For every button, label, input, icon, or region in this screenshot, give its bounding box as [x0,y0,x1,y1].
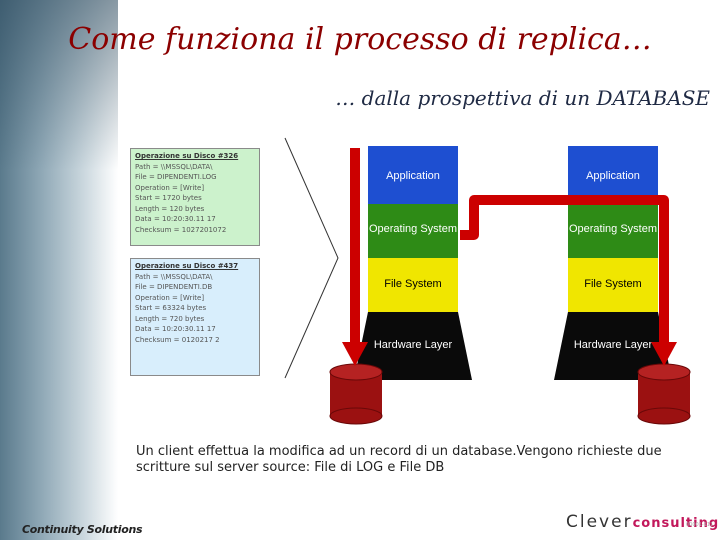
brand-main: Clever [566,512,633,532]
stack-layer-application [568,146,658,204]
panel-line: Operation = [Write] [135,183,205,192]
source-write-arrow [342,148,368,366]
sidebar-shade [0,0,118,170]
panel-line: Operation = [Write] [135,293,205,302]
panel-line: Length = 720 bytes [135,314,205,323]
layer-label: Operating System [369,223,457,235]
brand-logo: Cleverconsulting [566,512,719,532]
panel-heading: Operazione su Disco #326 [135,152,239,160]
panel-line: Start = 63324 bytes [135,304,207,312]
slide-caption: Un client effettua la modifica ad un rec… [136,444,662,475]
layer-label: Hardware Layer [374,339,453,351]
brand-accent: consulting [632,516,720,531]
panel-line: File = DIPENDENTI.DB [135,283,213,291]
disk-operation-panel-db: Operazione su Disco #437 Path = \\MSSQL\… [130,258,260,376]
slide-subtitle: … dalla prospettiva di un DATABASE [335,86,710,110]
panel-line: Data = 10:20:30.11 17 [135,215,216,223]
source-database-cylinder [329,363,383,425]
slide-title: Come funziona il processo di replica… [68,22,652,57]
panel-line: Length = 120 bytes [135,204,205,213]
replication-arrow [460,195,677,366]
panel-heading: Operazione su Disco #437 [135,262,239,270]
disk-operation-panel-log: Operazione su Disco #326 Path = \\MSSQL\… [130,148,260,246]
stack-layer-os [568,204,658,258]
target-stack: Application Operating System File System… [554,146,672,380]
layer-label: File System [384,278,441,290]
stack-layer-fs [568,258,658,312]
panel-line: Path = \\MSSQL\DATA\ [135,272,213,281]
stack-layer-hardware [554,312,672,380]
panel-line: Checksum = 1027201072 [135,225,227,234]
layer-label: Application [586,170,640,182]
brand-code: 00001-111 [686,522,714,528]
panel-line: Path = \\MSSQL\DATA\ [135,162,213,171]
stack-layer-application [368,146,458,204]
stack-layer-fs [368,258,458,312]
callout-chevron [284,137,339,379]
stack-layer-hardware [354,312,472,380]
footer-tagline: Continuity Solutions [22,523,143,536]
panel-line: Checksum = 0120217 2 [135,335,220,344]
target-database-cylinder [637,363,691,425]
layer-label: Hardware Layer [574,339,653,351]
layer-label: Operating System [569,223,657,235]
panel-line: Data = 10:20:30.11 17 [135,325,216,333]
source-stack: Application Operating System File System… [354,146,472,380]
layer-label: Application [386,170,440,182]
panel-line: Start = 1720 bytes [135,194,202,202]
panel-line: File = DIPENDENTI.LOG [135,173,217,181]
layer-label: File System [584,278,641,290]
stack-layer-os [368,204,458,258]
